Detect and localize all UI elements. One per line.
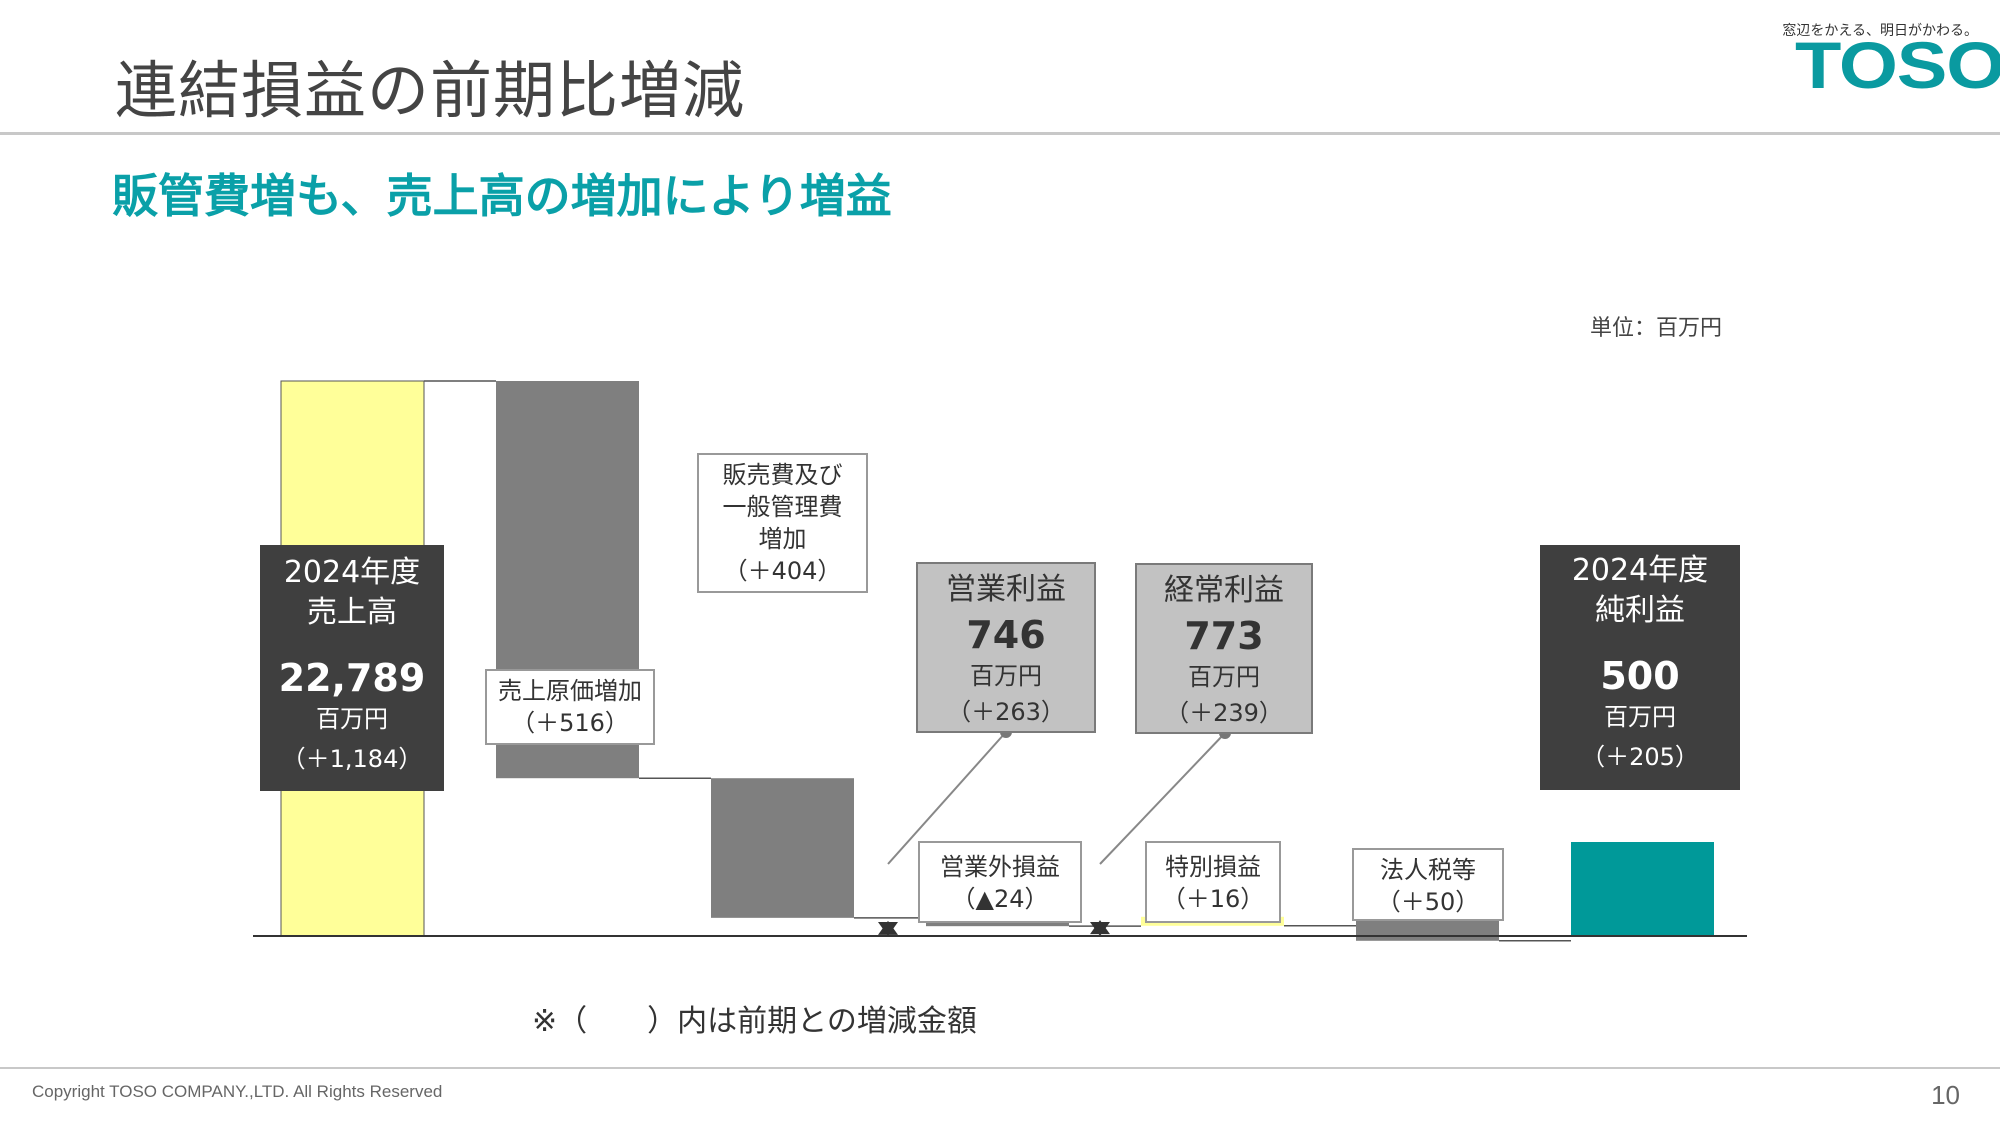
non-operating-change: （▲24） xyxy=(951,885,1049,913)
extraordinary-label: 特別損益 xyxy=(1165,853,1261,881)
net-income-value: 500 xyxy=(1600,654,1680,698)
sales-unit: 百万円 xyxy=(316,705,388,733)
operating-income-unit: 百万円 xyxy=(970,662,1042,690)
header-divider xyxy=(0,132,2000,135)
ordinary-income-unit: 百万円 xyxy=(1188,663,1260,691)
operating-income-box: 営業利益 746 百万円 （＋263） xyxy=(916,562,1096,733)
net-income-label-box: 2024年度 純利益 500 百万円 （＋205） xyxy=(1540,545,1740,790)
logo-tagline: 窓辺をかえる、明日がかわる。 xyxy=(1782,23,1978,39)
operating-income-title: 営業利益 xyxy=(946,572,1066,607)
sales-year: 2024年度 xyxy=(283,555,421,590)
copyright: Copyright TOSO COMPANY.,LTD. All Rights … xyxy=(32,1082,443,1101)
net-income-change: （＋205） xyxy=(1581,743,1699,771)
sales-change: （＋1,184） xyxy=(281,745,423,773)
sales-title: 売上高 xyxy=(307,595,397,630)
cogs-change: （＋516） xyxy=(511,709,629,737)
operating-income-change: （＋263） xyxy=(947,698,1065,726)
net-income-title: 純利益 xyxy=(1595,593,1685,628)
sga-bar xyxy=(711,778,854,918)
toso-logo: TOSO xyxy=(1795,28,2000,102)
sales-value: 22,789 xyxy=(278,656,426,700)
unit-label: 単位：百万円 xyxy=(1590,316,1723,341)
sga-label-2: 一般管理費 xyxy=(722,493,843,521)
ordinary-income-value: 773 xyxy=(1184,614,1264,658)
cogs-label: 売上原価増加 xyxy=(498,677,642,705)
tax-label: 法人税等 xyxy=(1380,856,1476,884)
net_income-bar xyxy=(1571,842,1714,936)
non-operating-label-box: 営業外損益 （▲24） xyxy=(918,841,1082,923)
page-title: 連結損益の前期比増減 xyxy=(115,54,746,127)
callout-line xyxy=(887,731,1007,865)
page-number: 10 xyxy=(1931,1080,1960,1110)
sga-label-3: 増加 xyxy=(758,525,807,553)
tax-label-box: 法人税等 （＋50） xyxy=(1352,848,1504,921)
net-income-year: 2024年度 xyxy=(1571,553,1709,588)
net-income-unit: 百万円 xyxy=(1604,703,1676,731)
extraordinary-change: （＋16） xyxy=(1161,885,1265,913)
callout-line xyxy=(1099,732,1226,865)
ordinary-income-change: （＋239） xyxy=(1165,699,1283,727)
tax-change: （＋50） xyxy=(1376,888,1480,916)
ordinary-income-box: 経常利益 773 百万円 （＋239） xyxy=(1135,563,1313,734)
sales-label-box: 2024年度 売上高 22,789 百万円 （＋1,184） xyxy=(260,545,444,791)
sga-label-box: 販売費及び 一般管理費 増加 （＋404） xyxy=(697,453,868,593)
footnote: ※（ ）内は前期との増減金額 xyxy=(532,1004,977,1039)
sga-label-1: 販売費及び xyxy=(722,461,843,489)
non-operating-label: 営業外損益 xyxy=(940,853,1060,881)
cogs-label-box: 売上原価増加 （＋516） xyxy=(485,669,655,745)
level-arrow xyxy=(878,920,898,936)
level-arrow xyxy=(1090,920,1110,936)
sga-change: （＋404） xyxy=(723,557,842,585)
footer-divider xyxy=(0,1067,2000,1069)
operating-income-value: 746 xyxy=(966,613,1046,657)
ordinary-income-title: 経常利益 xyxy=(1164,573,1284,608)
extraordinary-label-box: 特別損益 （＋16） xyxy=(1145,841,1281,923)
page-subtitle: 販管費増も、売上高の増加により増益 xyxy=(112,169,892,223)
